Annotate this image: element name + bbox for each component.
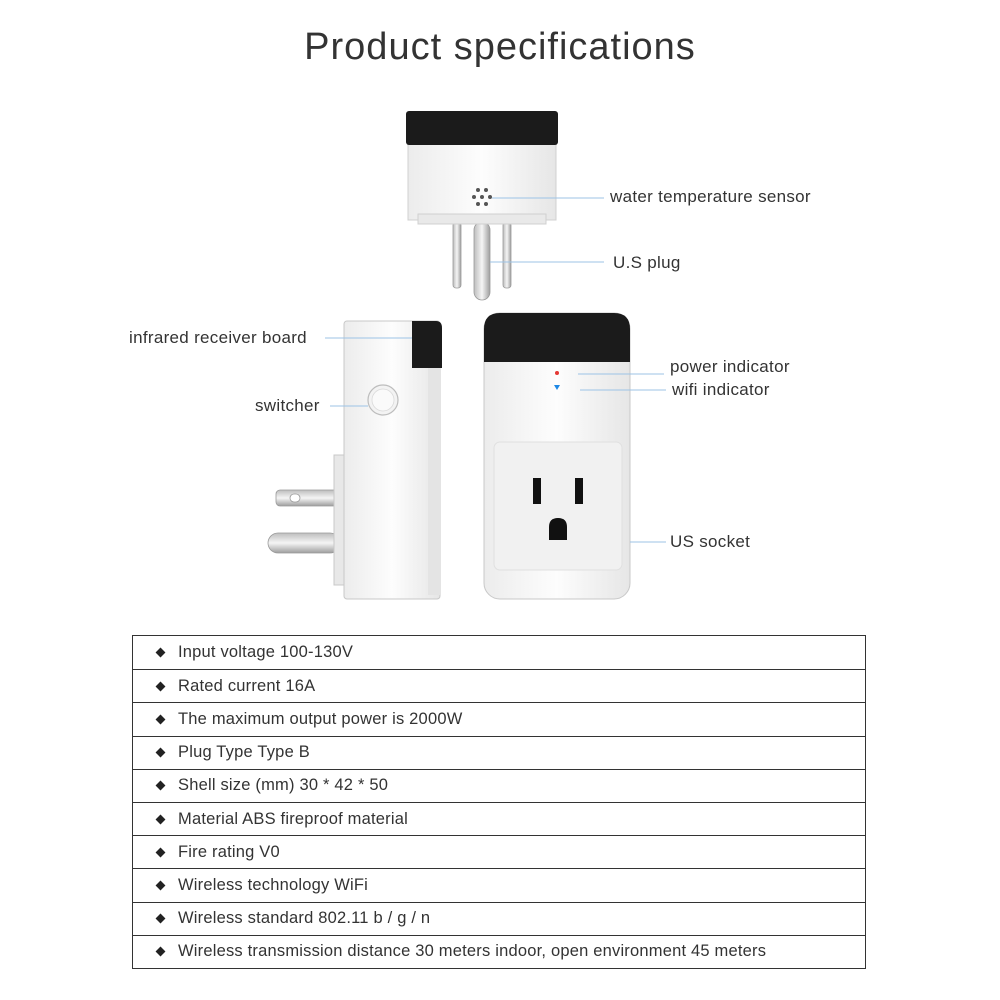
- top-device-cap: [406, 111, 558, 145]
- diamond-bullet-icon: [155, 913, 166, 924]
- spec-text: Shell size (mm) 30 * 42 * 50: [178, 776, 389, 795]
- label-us-plug: U.S plug: [613, 253, 681, 272]
- spec-text: Fire rating V0: [178, 842, 280, 861]
- spec-text: Input voltage 100-130V: [178, 643, 354, 662]
- label-us-socket: US socket: [670, 532, 751, 551]
- front-device-cap: [484, 313, 630, 362]
- label-switcher: switcher: [255, 396, 320, 415]
- sensor-holes: [472, 188, 492, 206]
- spec-row: Plug Type Type B: [133, 735, 865, 769]
- us-socket-face: [493, 441, 623, 571]
- diamond-bullet-icon: [155, 946, 166, 957]
- label-water-temperature-sensor: water temperature sensor: [610, 187, 811, 206]
- spec-table: Input voltage 100-130V Rated current 16A…: [132, 635, 866, 969]
- spec-row: Wireless technology WiFi: [133, 868, 865, 901]
- diamond-bullet-icon: [155, 681, 166, 692]
- diamond-bullet-icon: [155, 747, 166, 758]
- page-title: Product specifications: [304, 26, 696, 68]
- spec-row: Wireless transmission distance 30 meters…: [133, 934, 865, 968]
- spec-row: Wireless standard 802.11 b / g / n: [133, 901, 865, 935]
- plug-pin-ground: [473, 221, 491, 301]
- label-infrared-receiver-board: infrared receiver board: [129, 328, 307, 347]
- spec-row: The maximum output power is 2000W: [133, 702, 865, 735]
- spec-text: Wireless transmission distance 30 meters…: [178, 942, 767, 961]
- spec-row: Rated current 16A: [133, 669, 865, 702]
- side-plug-pin-ground: [267, 532, 341, 554]
- spec-text: The maximum output power is 2000W: [178, 709, 463, 728]
- diamond-bullet-icon: [155, 814, 166, 824]
- plug-pin-left: [452, 221, 462, 289]
- spec-text: Wireless standard 802.11 b / g / n: [178, 909, 431, 928]
- diamond-bullet-icon: [155, 880, 166, 891]
- diamond-bullet-icon: [155, 780, 166, 791]
- diamond-bullet-icon: [155, 714, 166, 725]
- socket-slot-right: [575, 478, 583, 504]
- power-led: [555, 371, 559, 375]
- product-diagram: [267, 111, 666, 600]
- spec-text: Wireless technology WiFi: [178, 875, 369, 894]
- spec-row: Input voltage 100-130V: [133, 636, 865, 669]
- socket-ground-hole: [549, 518, 567, 540]
- front-device-view: [483, 312, 666, 600]
- side-device-view: [267, 320, 442, 600]
- label-power-indicator: power indicator: [670, 357, 790, 376]
- spec-row: Fire rating V0: [133, 835, 865, 868]
- diamond-bullet-icon: [155, 647, 166, 658]
- spec-text: Rated current 16A: [178, 676, 316, 695]
- spec-text: Plug Type Type B: [178, 743, 310, 762]
- side-device-cap: [412, 321, 442, 368]
- label-wifi-indicator: wifi indicator: [672, 380, 770, 399]
- plug-pin-right: [502, 221, 512, 289]
- wifi-led: [554, 385, 560, 390]
- spec-row: Shell size (mm) 30 * 42 * 50: [133, 768, 865, 802]
- socket-slot-left: [533, 478, 541, 504]
- side-plug-pin-top: [275, 489, 339, 507]
- spec-row: Material ABS fireproof material: [133, 801, 865, 835]
- top-device-view: [406, 111, 604, 301]
- spec-text: Material ABS fireproof material: [178, 809, 408, 828]
- diamond-bullet-icon: [155, 847, 166, 858]
